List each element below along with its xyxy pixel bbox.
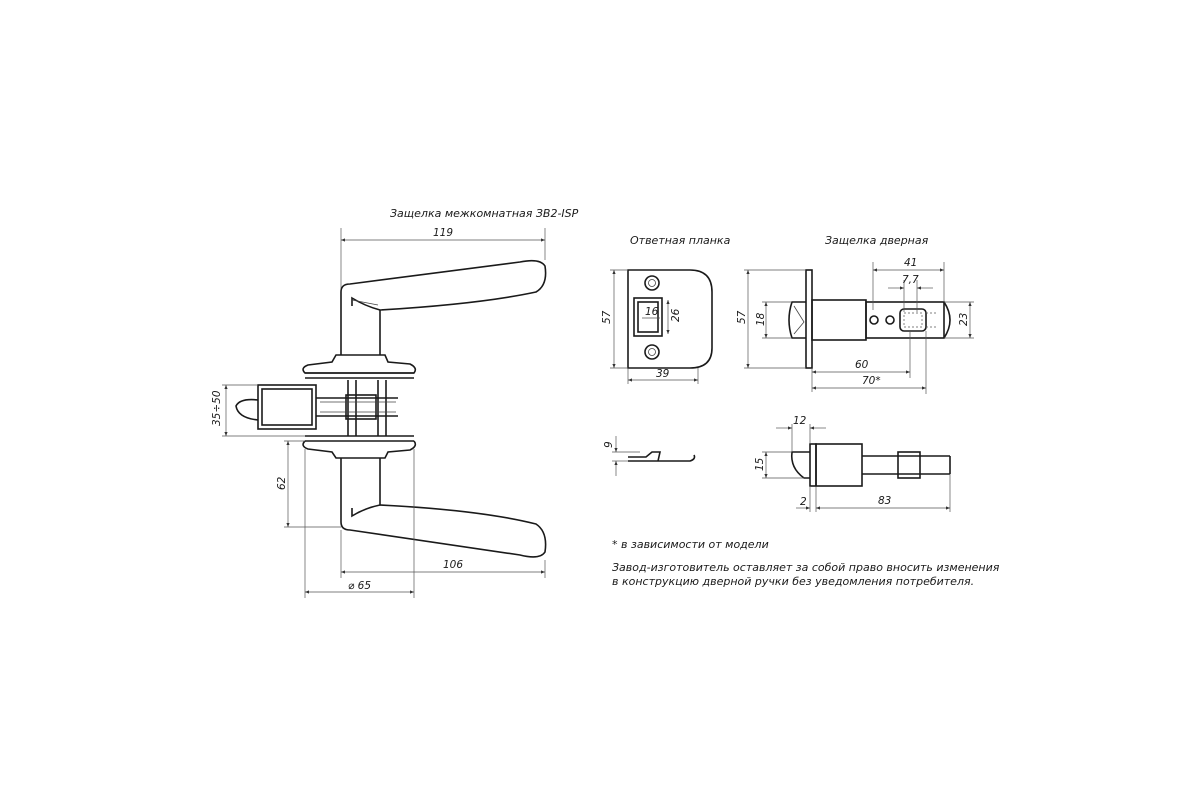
dim-l2: 2 xyxy=(800,496,807,508)
dim-s16: 16 xyxy=(645,306,659,318)
main-title: Защелка межкомнатная ЗВ2-ISP xyxy=(390,207,579,220)
strike-title: Ответная планка xyxy=(630,234,731,247)
door-latch-view: Защелка дверная 57 18 41 xyxy=(736,234,974,512)
dim-65: ⌀ 65 xyxy=(348,580,371,592)
dim-s9: 9 xyxy=(603,441,615,448)
dim-119: 119 xyxy=(433,227,453,239)
dim-s39: 39 xyxy=(656,368,670,380)
footnote: * в зависимости от модели xyxy=(612,538,769,551)
notes: * в зависимости от модели Завод-изготови… xyxy=(612,538,1000,588)
dim-l60: 60 xyxy=(855,359,869,371)
dim-l41: 41 xyxy=(904,257,917,269)
dim-l18: 18 xyxy=(755,312,767,326)
dim-62: 62 xyxy=(276,476,288,490)
dim-l83: 83 xyxy=(878,495,891,507)
dim-35-50: 35÷50 xyxy=(211,390,223,426)
strike-plate-view: Ответная планка 16 26 57 39 9 xyxy=(601,234,731,476)
disclaimer-line-1: Завод-изготовитель оставляет за собой пр… xyxy=(612,561,1000,574)
dim-l57: 57 xyxy=(736,310,748,324)
dim-l70: 70* xyxy=(862,375,881,387)
disclaimer-line-2: в конструкцию дверной ручки без уведомле… xyxy=(612,575,974,588)
dim-l77: 7,7 xyxy=(902,274,919,286)
dim-l15: 15 xyxy=(754,457,766,471)
dim-s57: 57 xyxy=(601,310,613,324)
handle-assembly-view: Защелка межкомнатная ЗВ2-ISP 119 xyxy=(211,207,579,598)
dim-l23: 23 xyxy=(958,313,970,326)
dim-l12: 12 xyxy=(793,415,807,427)
dim-106: 106 xyxy=(443,559,463,571)
latch-title: Защелка дверная xyxy=(825,234,929,247)
dim-s26: 26 xyxy=(670,308,682,322)
